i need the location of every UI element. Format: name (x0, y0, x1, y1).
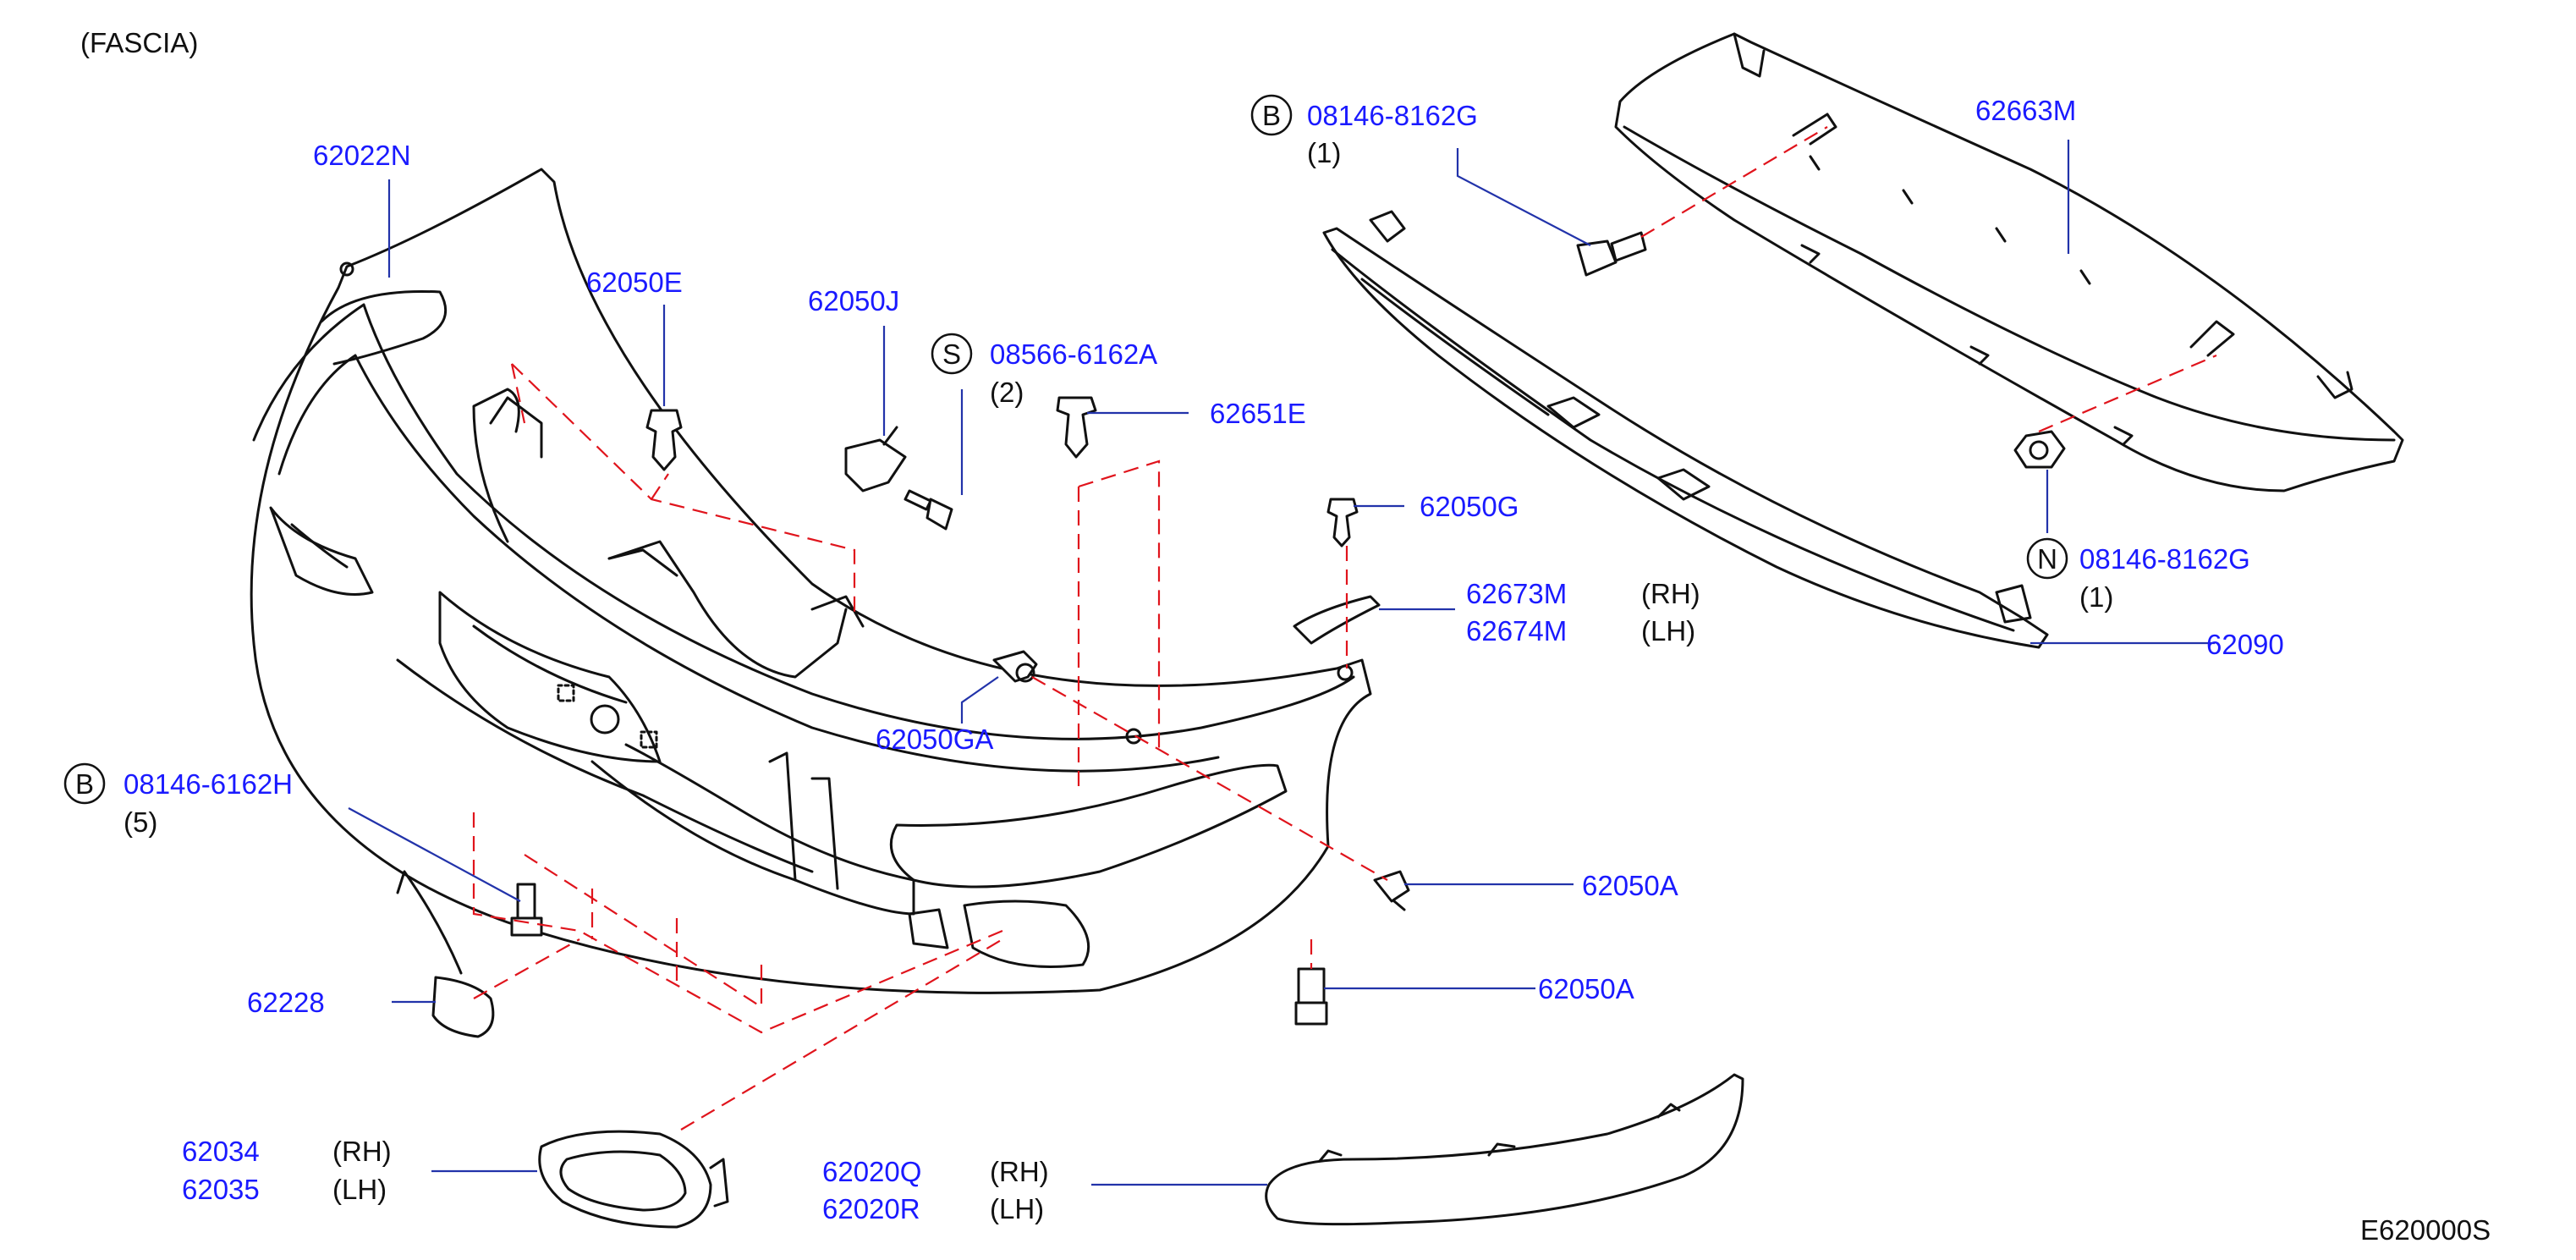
side-62673M: (RH) (1641, 578, 1700, 609)
fasteners-drawing (396, 231, 2066, 1038)
qty-08146-6162H: (5) (124, 806, 157, 838)
badge-B-top: B (1262, 100, 1281, 131)
qty-08146-8162G-n: (1) (2079, 581, 2113, 613)
label-62050G: 62050G (1420, 491, 1519, 522)
label-62050E: 62050E (586, 267, 683, 298)
bumper-fascia-drawing (250, 168, 1372, 994)
label-62674M: 62674M (1466, 615, 1567, 647)
label-08146-8162G-top: 08146-8162G (1307, 100, 1478, 131)
label-62034: 62034 (182, 1136, 260, 1167)
label-62663M: 62663M (1975, 95, 2076, 126)
qty-08146-8162G-top: (1) (1307, 137, 1341, 168)
side-62034: (RH) (332, 1136, 392, 1167)
label-62020R: 62020R (822, 1193, 920, 1224)
badge-circle-B-top (1250, 94, 1293, 136)
label-62050A-1: 62050A (1582, 870, 1678, 901)
label-62022N: 62022N (313, 140, 411, 171)
label-62090: 62090 (2206, 629, 2284, 660)
qty-08566-6162A: (2) (990, 377, 1024, 408)
badge-S: S (942, 338, 961, 370)
label-62228: 62228 (247, 987, 325, 1018)
label-62050J: 62050J (808, 285, 899, 316)
section-title: (FASCIA) (80, 27, 198, 58)
diagram-labels: (FASCIA) 62022N 62050E 62050J S 08566-61… (63, 27, 2491, 1246)
label-08146-8162G-n: 08146-8162G (2079, 543, 2250, 575)
badge-circle-N (2026, 537, 2068, 580)
bumper-reinforcement-drawing (1322, 210, 2049, 649)
bumper-molding-drawing (1265, 1073, 1744, 1226)
side-62020R: (LH) (990, 1193, 1044, 1224)
label-62651E: 62651E (1210, 398, 1306, 429)
side-62020Q: (RH) (990, 1156, 1049, 1187)
label-62020Q: 62020Q (822, 1156, 921, 1187)
energy-absorber-drawing (1614, 32, 2404, 492)
badge-N: N (2037, 543, 2057, 575)
side-62674M: (LH) (1641, 615, 1695, 647)
badge-circle-B-left (63, 762, 106, 805)
label-08146-6162H: 08146-6162H (124, 768, 293, 800)
label-08566-6162A: 08566-6162A (990, 338, 1157, 370)
fog-lamp-cover-drawing (538, 1130, 729, 1229)
label-62050A-2: 62050A (1538, 973, 1634, 1004)
side-62035: (LH) (332, 1174, 387, 1205)
assembly-lines (472, 126, 2217, 1131)
label-62035: 62035 (182, 1174, 260, 1205)
diagram-code: E620000S (2360, 1214, 2491, 1246)
leader-lines (348, 140, 2215, 1186)
label-62673M: 62673M (1466, 578, 1567, 609)
badge-B-left: B (75, 768, 94, 800)
badge-circle-S (931, 333, 973, 375)
label-62050GA: 62050GA (876, 724, 993, 755)
